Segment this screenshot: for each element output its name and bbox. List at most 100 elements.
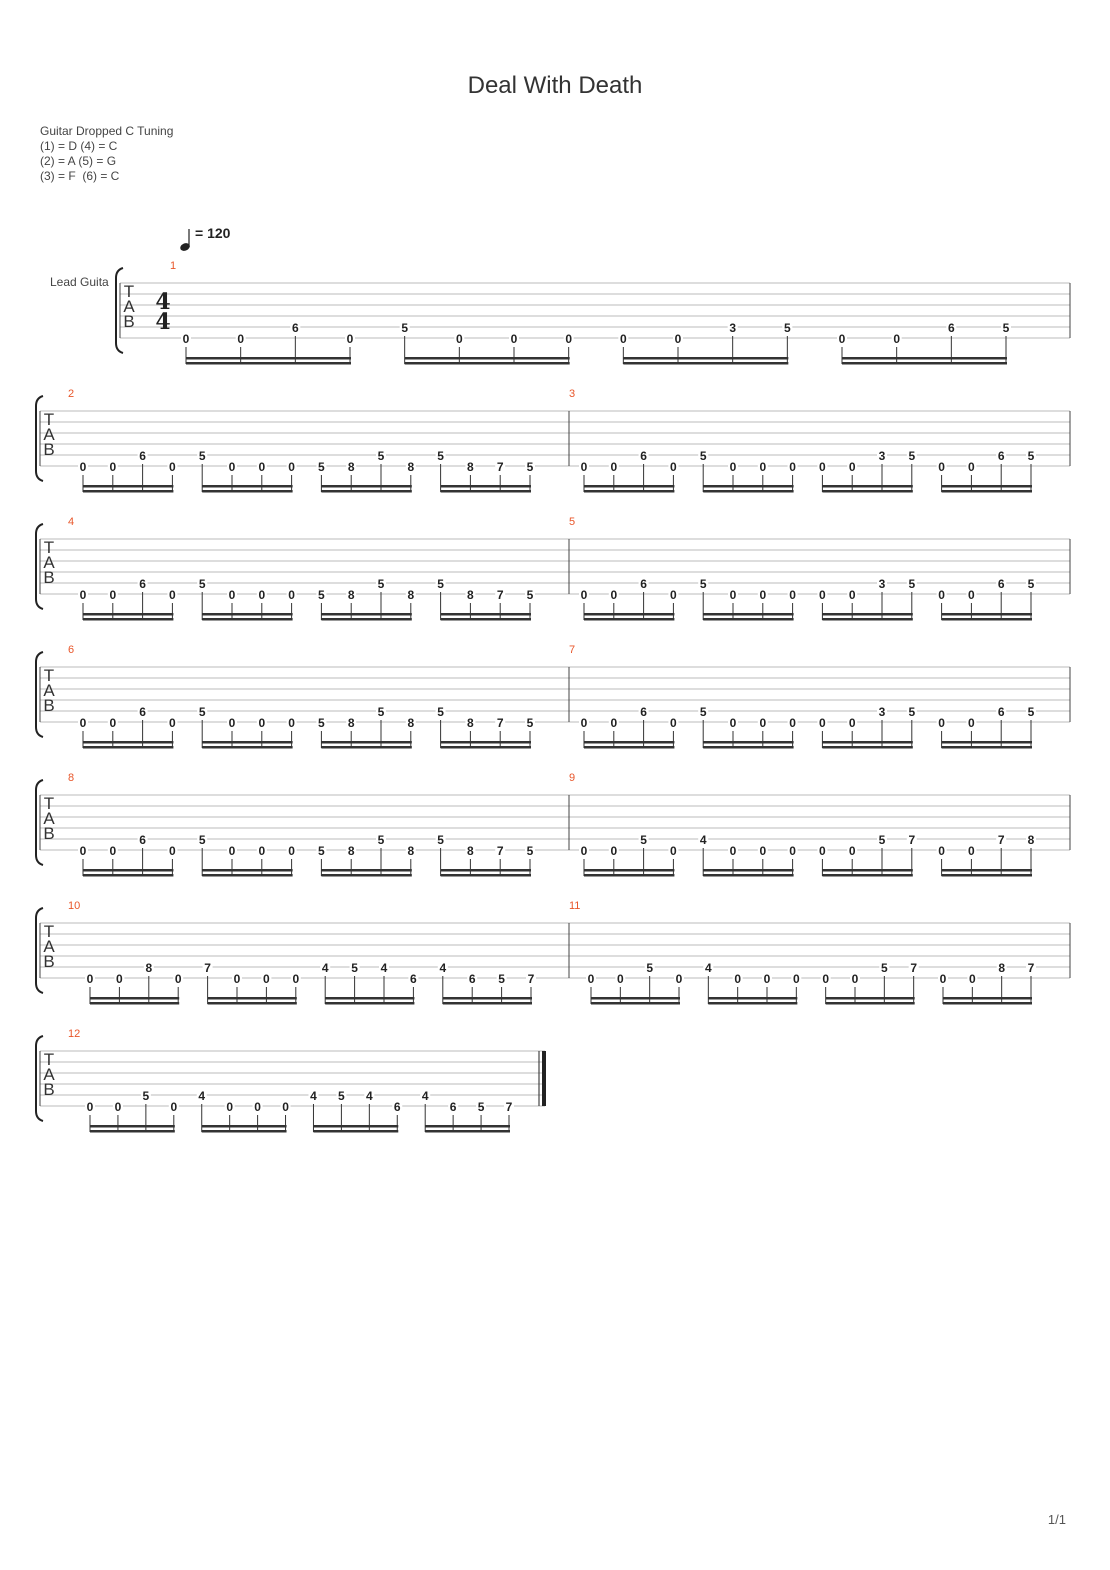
fret-number: 5	[881, 961, 888, 975]
fret-background	[405, 462, 416, 474]
beam	[207, 1002, 297, 1005]
fret-number: 6	[139, 577, 146, 591]
measure-number: 6	[68, 644, 74, 656]
fret-number: 0	[169, 588, 176, 602]
fret-number: 8	[348, 588, 355, 602]
fret-number: 0	[849, 588, 856, 602]
beam	[941, 618, 1032, 621]
beam	[584, 490, 675, 493]
fret-background	[787, 462, 798, 474]
fret-number: 0	[229, 588, 236, 602]
fret-background	[435, 835, 446, 847]
fret-number: 3	[879, 577, 886, 591]
fret-number: 4	[700, 833, 707, 847]
fret-background	[435, 579, 446, 591]
tab-clef-letter: A	[43, 937, 55, 956]
fret-number: 5	[908, 705, 915, 719]
final-barline	[542, 1051, 546, 1106]
fret-background	[114, 974, 125, 986]
tab-clef-letter: A	[43, 681, 55, 700]
fret-number: 0	[670, 844, 677, 858]
beam	[207, 997, 297, 1000]
tab-clef-letter: A	[43, 1065, 55, 1084]
fret-background	[227, 590, 237, 602]
instrument-label: Lead Guita	[50, 275, 109, 289]
beam	[584, 746, 675, 749]
fret-background	[465, 590, 476, 602]
fret-number: 6	[998, 705, 1005, 719]
beam	[313, 1130, 399, 1133]
beam	[703, 874, 794, 877]
fret-number: 0	[938, 460, 945, 474]
fret-number: 0	[109, 716, 116, 730]
fret-number: 8	[467, 460, 474, 474]
fret-number: 0	[938, 844, 945, 858]
fret-number: 5	[318, 844, 325, 858]
fret-number: 4	[439, 961, 446, 975]
fret-background	[668, 718, 679, 730]
fret-number: 0	[822, 972, 829, 986]
beam	[623, 357, 789, 360]
fret-background	[476, 1102, 487, 1114]
fret-number: 0	[109, 844, 116, 858]
staff-bracket	[35, 395, 44, 482]
fret-number: 5	[199, 705, 206, 719]
fret-background	[137, 579, 148, 591]
fret-background	[316, 846, 327, 858]
tuning-line-2: (2) = A (5) = G	[40, 154, 117, 168]
fret-background	[197, 451, 208, 463]
beam	[321, 746, 412, 749]
fret-background	[791, 974, 802, 986]
fret-background	[608, 462, 619, 474]
time-signature-top: 4	[155, 289, 170, 315]
fret-number: 4	[198, 1089, 205, 1103]
tab-clef-letter: B	[43, 568, 54, 587]
fret-number: 0	[175, 972, 182, 986]
fret-background	[966, 718, 977, 730]
beam	[321, 741, 412, 744]
beam	[703, 869, 794, 872]
fret-number: 5	[143, 1089, 150, 1103]
tab-clef-letter: T	[44, 666, 54, 685]
fret-background	[757, 718, 768, 730]
fret-background	[256, 846, 267, 858]
beam	[321, 869, 412, 872]
fret-number: 3	[879, 705, 886, 719]
beam	[321, 874, 412, 877]
fret-number: 0	[258, 460, 265, 474]
fret-number: 8	[467, 588, 474, 602]
fret-background	[405, 846, 416, 858]
beam	[83, 741, 174, 744]
measure-number: 12	[68, 1028, 80, 1040]
beam	[440, 618, 531, 621]
fret-background	[197, 835, 208, 847]
beam	[822, 746, 913, 749]
fret-number: 0	[254, 1100, 261, 1114]
fret-number: 5	[338, 1089, 345, 1103]
fret-number: 0	[789, 588, 796, 602]
fret-background	[181, 334, 191, 346]
tab-clef-letter: T	[44, 538, 54, 557]
fret-number: 0	[789, 716, 796, 730]
fret-background	[137, 451, 148, 463]
tempo-marking: = 120	[180, 225, 231, 251]
beam	[584, 618, 675, 621]
beam	[202, 485, 293, 488]
fret-background	[232, 974, 242, 986]
fret-number: 7	[908, 833, 915, 847]
fret-number: 6	[640, 449, 647, 463]
fret-background	[579, 462, 589, 474]
fret-number: 0	[347, 332, 354, 346]
beam	[186, 357, 351, 360]
beam	[591, 1002, 680, 1005]
fret-background	[996, 963, 1007, 975]
tab-clef-letter: T	[44, 1050, 54, 1069]
tab-clef-letter: B	[43, 824, 54, 843]
tuning-name: Guitar Dropped C Tuning	[40, 124, 174, 138]
fret-background	[966, 590, 977, 602]
fret-number: 6	[948, 321, 955, 335]
fret-background	[107, 462, 118, 474]
